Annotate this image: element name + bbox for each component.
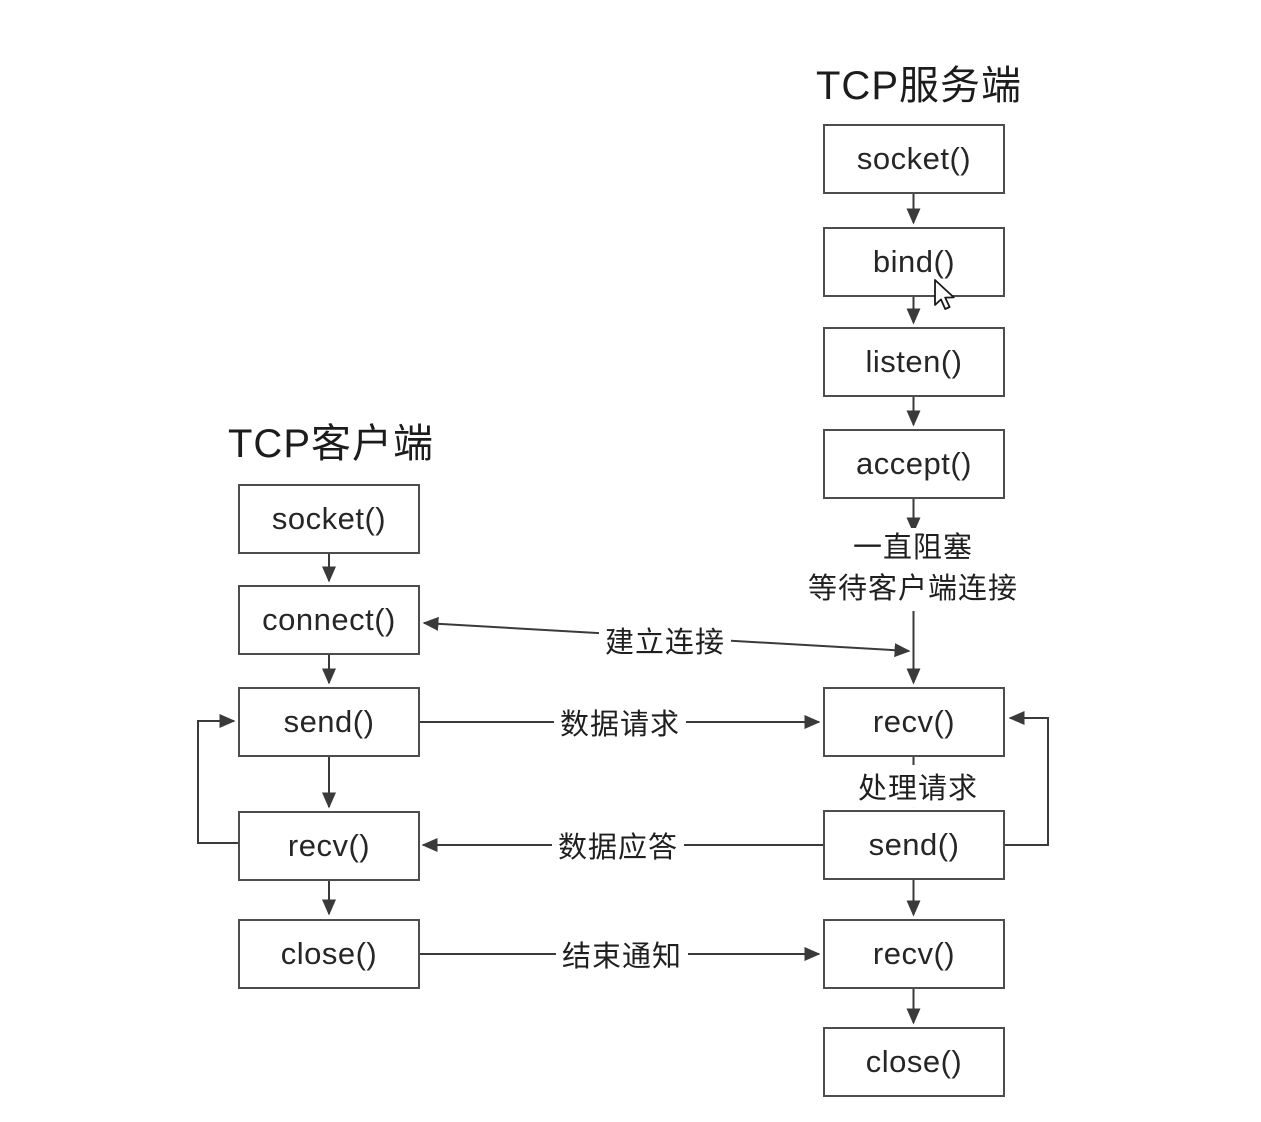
client-recv-label: recv() — [287, 828, 371, 863]
server-recv-box: recv() — [823, 687, 1005, 757]
loop-server-send-recv — [1005, 711, 1049, 846]
server-recv2-box: recv() — [823, 919, 1005, 989]
server-recv-label: recv() — [872, 704, 956, 739]
server-socket-label: socket() — [856, 141, 972, 176]
edge-label-data-reply: 数据应答 — [551, 824, 685, 866]
server-send-box: send() — [823, 810, 1005, 880]
client-close-label: close() — [280, 936, 378, 971]
server-listen-label: listen() — [865, 344, 963, 379]
server-blocking-note-line2: 等待客户端连接 — [807, 573, 1019, 605]
server-recv2-label: recv() — [872, 936, 956, 971]
client-socket-label: socket() — [271, 501, 387, 536]
server-close-label: close() — [865, 1044, 963, 1079]
server-column-title: TCP服务端 — [816, 64, 1022, 108]
server-socket-box: socket() — [823, 124, 1005, 194]
server-send-label: send() — [868, 827, 960, 862]
client-send-box: send() — [238, 687, 420, 757]
edge-label-data-request: 数据请求 — [553, 701, 687, 743]
server-bind-label: bind() — [872, 244, 956, 279]
client-connect-label: connect() — [262, 602, 396, 637]
loop-client-recv-send — [197, 714, 239, 844]
edge-label-establish-connection: 建立连接 — [598, 619, 732, 661]
server-blocking-note-line1: 一直阻塞 — [852, 532, 974, 564]
server-listen-box: listen() — [823, 327, 1005, 397]
server-accept-box: accept() — [823, 429, 1005, 499]
server-blocking-note: 一直阻塞 等待客户端连接 — [807, 528, 1019, 610]
server-bind-box: bind() — [823, 227, 1005, 297]
client-column-title: TCP客户端 — [228, 422, 434, 466]
server-accept-label: accept() — [856, 446, 972, 481]
client-socket-box: socket() — [238, 484, 420, 554]
edge-label-end-notice: 结束通知 — [555, 933, 689, 975]
server-process-request-note: 处理请求 — [851, 765, 985, 807]
client-send-label: send() — [283, 704, 375, 739]
mouse-cursor-icon — [934, 279, 955, 310]
client-close-box: close() — [238, 919, 420, 989]
server-close-box: close() — [823, 1027, 1005, 1097]
client-connect-box: connect() — [238, 585, 420, 655]
client-recv-box: recv() — [238, 811, 420, 881]
